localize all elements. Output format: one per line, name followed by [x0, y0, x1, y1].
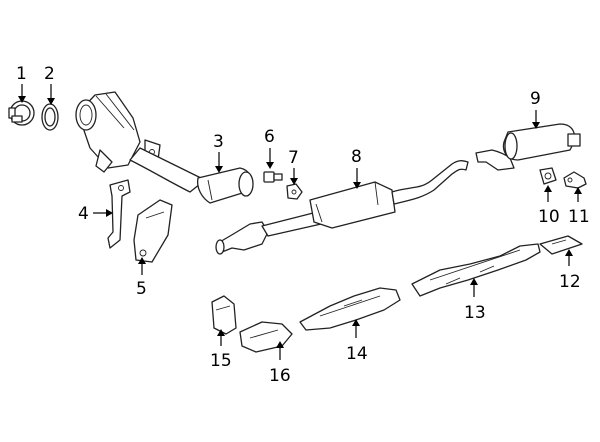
callout-label-5: 5: [136, 279, 147, 299]
callout-15: 13: [464, 278, 486, 323]
callout-2: 2: [44, 64, 55, 105]
callout-4: 4: [78, 204, 113, 224]
callout-9: 9: [530, 89, 541, 129]
part-9-rear-muffler[interactable]: [475, 123, 581, 171]
callout-label-9: 9: [530, 89, 541, 109]
callout-label-8: 7: [288, 148, 299, 168]
callout-14: 14: [346, 319, 368, 364]
part-2-gasket[interactable]: [41, 103, 59, 131]
part-3-clamp[interactable]: [8, 100, 35, 126]
part-13-shield[interactable]: [239, 321, 293, 353]
callout-11: 10: [538, 185, 560, 227]
callout-label-16: 12: [559, 272, 581, 292]
callout-6: 8: [351, 147, 362, 189]
callout-label-6: 8: [351, 147, 362, 167]
callout-7: 6: [264, 127, 275, 169]
part-5-heat-shield[interactable]: [133, 199, 173, 263]
part-6-center-muffler[interactable]: [309, 160, 469, 229]
callout-8: 7: [288, 148, 299, 185]
callout-label-12: 15: [210, 351, 232, 371]
part-1-pipe-resonator[interactable]: [129, 147, 254, 204]
callout-16: 12: [559, 249, 581, 292]
callout-label-13: 16: [269, 366, 291, 386]
callout-label-11: 10: [538, 207, 560, 227]
part-8-isolator[interactable]: [286, 183, 303, 200]
callout-1: 3: [213, 132, 224, 173]
callout-12: 15: [210, 329, 232, 371]
part-4-bracket[interactable]: [107, 179, 131, 249]
part-12-bracket[interactable]: [211, 295, 237, 335]
callout-label-14: 14: [346, 344, 368, 364]
callout-label-2: 2: [44, 64, 55, 84]
part-11-gasket[interactable]: [539, 167, 557, 185]
callout-label-4: 4: [78, 204, 89, 224]
part-10-hanger[interactable]: [563, 171, 587, 189]
callout-label-7: 6: [264, 127, 275, 147]
callout-5: 5: [136, 257, 147, 299]
callout-13: 16: [269, 341, 291, 386]
callout-label-1: 3: [213, 132, 224, 152]
part-14-heat-shield[interactable]: [299, 287, 401, 331]
part-15-heat-shield[interactable]: [411, 243, 541, 297]
callout-label-15: 13: [464, 303, 486, 323]
callout-10: 11: [568, 187, 590, 227]
part-16-shield[interactable]: [539, 235, 583, 255]
catalytic-converter[interactable]: [75, 91, 161, 173]
callout-label-10: 11: [568, 207, 590, 227]
part-7-bolt[interactable]: [263, 171, 283, 183]
callout-label-3: 1: [16, 64, 27, 84]
callout-3: 1: [16, 64, 27, 103]
